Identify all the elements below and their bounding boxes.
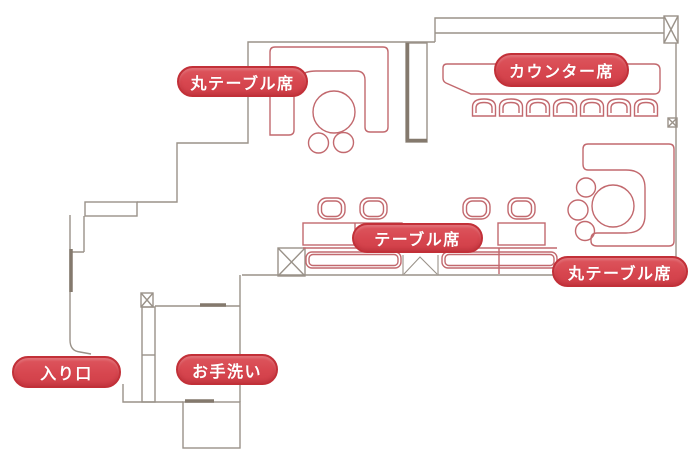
label-round-table-top: 丸テーブル席 bbox=[177, 66, 308, 97]
round-table-right bbox=[591, 184, 635, 228]
label-counter-seats: カウンター席 bbox=[494, 53, 629, 87]
wall-wc-room bbox=[182, 401, 241, 449]
xbox-right-wall bbox=[667, 117, 678, 128]
wall-entry-corridor bbox=[69, 215, 92, 355]
xbox-top-right bbox=[663, 15, 679, 44]
bench-left bbox=[305, 251, 402, 269]
stool bbox=[567, 199, 589, 221]
label-table-seats: テーブル席 bbox=[352, 223, 483, 253]
wall-ledge bbox=[84, 201, 138, 217]
walls-thick bbox=[69, 43, 427, 403]
label-round-table-right: 丸テーブル席 bbox=[552, 256, 688, 287]
round-table-top-left bbox=[312, 90, 356, 134]
xbox-corridor bbox=[140, 292, 154, 308]
stool bbox=[307, 132, 330, 154]
wall-top-double bbox=[434, 17, 664, 42]
booth-bench-right bbox=[582, 143, 675, 247]
label-restroom: お手洗い bbox=[176, 354, 278, 385]
counter-stools bbox=[471, 98, 659, 117]
table-chairs bbox=[317, 197, 536, 220]
xbox-bottom-left bbox=[277, 247, 306, 277]
table-right bbox=[497, 222, 546, 246]
stool bbox=[332, 131, 355, 154]
stool bbox=[575, 177, 597, 198]
stool bbox=[574, 220, 596, 242]
counter-top bbox=[442, 63, 661, 95]
wall-entrance-jamb bbox=[122, 384, 183, 403]
door-marker-bottom bbox=[402, 255, 439, 275]
wall-left-room bbox=[137, 41, 435, 203]
label-entrance: 入り口 bbox=[12, 356, 121, 388]
